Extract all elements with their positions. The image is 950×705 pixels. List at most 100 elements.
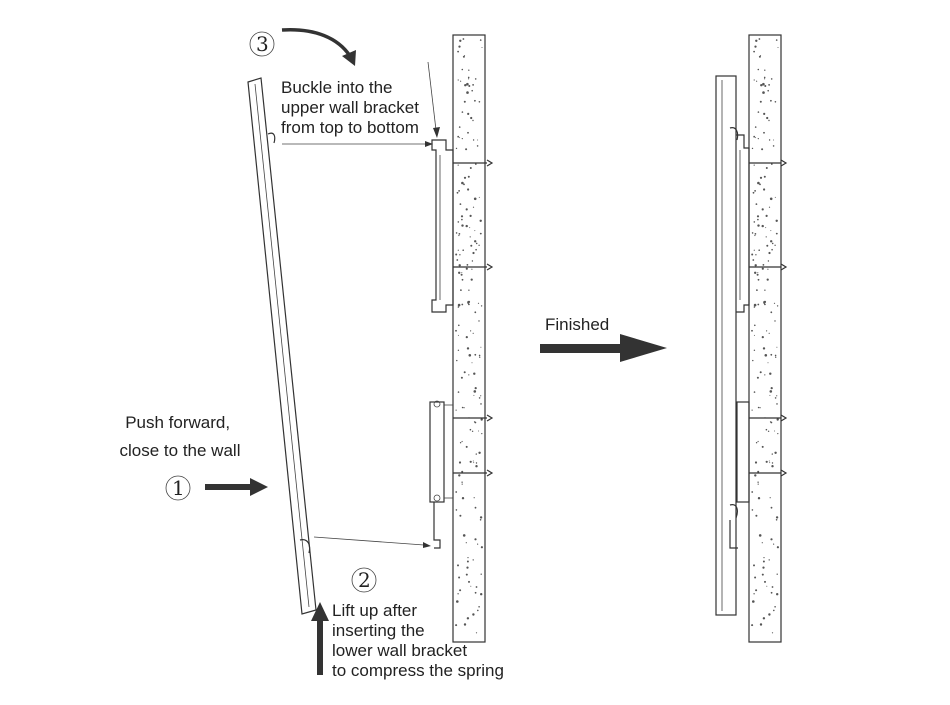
concrete-speck (480, 573, 482, 575)
concrete-speck (756, 289, 758, 291)
concrete-speck (761, 542, 763, 544)
concrete-speck (764, 354, 768, 357)
concrete-speck (461, 440, 463, 443)
concrete-speck (479, 232, 482, 235)
concrete-speck (469, 214, 472, 217)
concrete-speck (467, 131, 469, 134)
concrete-speck (477, 302, 480, 304)
concrete-speck (464, 84, 467, 87)
concrete-speck (766, 116, 769, 120)
concrete-speck (755, 589, 758, 592)
concrete-speck (466, 560, 469, 563)
concrete-speck (460, 273, 463, 276)
concrete-speck (768, 84, 770, 86)
concrete-speck (759, 407, 761, 409)
concrete-speck (769, 497, 771, 499)
concrete-speck (768, 119, 770, 122)
concrete-speck (767, 268, 769, 270)
finished-arrow: Finished (540, 315, 667, 362)
concrete-speck (455, 329, 457, 332)
concrete-speck (776, 403, 778, 405)
concrete-speck (460, 376, 463, 379)
concrete-speck (461, 272, 463, 274)
concrete-speck (461, 278, 464, 281)
concrete-speck (763, 131, 765, 134)
concrete-speck (466, 264, 469, 266)
concrete-speck (766, 278, 769, 281)
concrete-speck (455, 491, 458, 493)
concrete-speck (765, 236, 767, 238)
concrete-speck (480, 346, 482, 348)
concrete-speck (765, 428, 768, 431)
concrete-speck (475, 465, 478, 468)
concrete-speck (478, 430, 480, 432)
concrete-speck (753, 249, 755, 251)
concrete-speck (764, 580, 766, 583)
concrete-speck (754, 264, 757, 267)
concrete-speck (755, 254, 757, 256)
concrete-speck (479, 219, 482, 222)
concrete-speck (478, 244, 480, 246)
left-wall (452, 34, 486, 643)
concrete-speck (462, 534, 466, 537)
concrete-speck (480, 395, 482, 397)
concrete-speck (461, 218, 463, 221)
concrete-speck (468, 354, 472, 357)
concrete-speck (769, 372, 772, 375)
concrete-speck (754, 271, 757, 274)
right-lower-screws (749, 414, 788, 477)
concrete-speck (475, 462, 478, 464)
concrete-speck (771, 242, 774, 245)
concrete-speck (755, 39, 758, 42)
concrete-speck (753, 221, 756, 223)
concrete-speck (757, 440, 759, 443)
left-upper-screws (453, 159, 494, 271)
concrete-speck (457, 349, 460, 351)
concrete-speck (757, 272, 759, 274)
concrete-speck (476, 145, 479, 147)
concrete-speck (757, 68, 760, 71)
concrete-speck (755, 514, 758, 517)
concrete-speck (774, 320, 776, 322)
concrete-speck (753, 564, 755, 567)
concrete-speck (467, 112, 470, 115)
concrete-speck (460, 215, 464, 218)
step2-label: Lift up after inserting the lower wall b… (332, 601, 504, 680)
concrete-speck (475, 248, 477, 251)
concrete-speck (472, 119, 474, 122)
concrete-speck (477, 139, 479, 141)
concrete-speck (469, 167, 472, 169)
concrete-speck (770, 240, 773, 243)
concrete-speck (470, 116, 473, 120)
concrete-speck (469, 236, 471, 238)
concrete-speck (471, 89, 474, 92)
step3-marker: 3 (249, 31, 275, 57)
concrete-speck (759, 183, 761, 186)
concrete-speck (465, 573, 468, 576)
concrete-speck (465, 445, 468, 448)
concrete-speck (463, 183, 465, 186)
step3-label: Buckle into the upper wall bracket from … (281, 78, 424, 137)
concrete-speck (458, 324, 460, 327)
concrete-speck (764, 374, 766, 376)
concrete-speck (480, 418, 483, 421)
concrete-speck (455, 232, 458, 234)
concrete-speck (770, 230, 772, 232)
concrete-speck (770, 387, 773, 390)
concrete-speck (458, 576, 461, 579)
concrete-speck (457, 221, 460, 223)
concrete-speck (767, 260, 770, 262)
concrete-speck (457, 249, 459, 251)
concrete-speck (481, 47, 483, 48)
concrete-speck (756, 273, 759, 276)
concrete-speck (776, 546, 780, 549)
concrete-speck (754, 461, 758, 464)
concrete-speck (767, 89, 769, 92)
concrete-speck (775, 232, 778, 235)
concrete-speck (768, 559, 770, 561)
concrete-speck (774, 354, 777, 357)
concrete-speck (459, 442, 462, 444)
concrete-speck (774, 606, 776, 608)
concrete-speck (472, 613, 475, 616)
concrete-speck (753, 306, 756, 308)
